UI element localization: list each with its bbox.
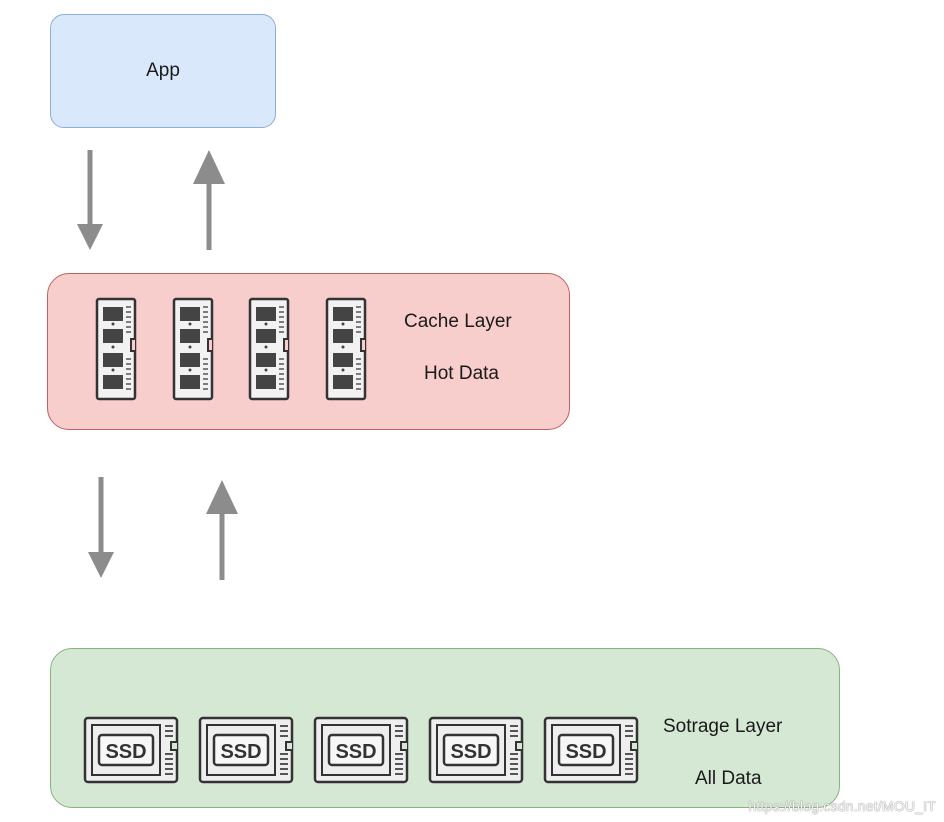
storage-layer-subtitle: All Data [695,768,762,789]
app-label: App [146,60,180,81]
cache-layer-title: Cache Layer [404,311,512,332]
ssd-label: SSD [335,741,376,763]
ram-module-icon [248,297,290,401]
watermark: https://blog.csdn.net/MOU_IT [748,798,936,814]
ssd-icon: SSD [83,716,179,784]
arrow-cache-to-app [193,150,225,250]
ram-module-icon [172,297,214,401]
ssd-icon: SSD [198,716,294,784]
ssd-icon: SSD [543,716,639,784]
ssd-label: SSD [565,741,606,763]
ram-module-icon [325,297,367,401]
arrow-cache-to-storage [88,477,114,578]
cache-layer-subtitle: Hot Data [424,363,499,384]
ssd-label: SSD [220,741,261,763]
ssd-label: SSD [450,741,491,763]
ssd-icon: SSD [313,716,409,784]
arrow-storage-to-cache [206,480,238,580]
ram-module-icon [95,297,137,401]
arrow-app-to-cache [77,150,103,250]
ssd-label: SSD [105,741,146,763]
ssd-icon: SSD [428,716,524,784]
app-box: App [50,14,276,128]
storage-layer-title: Sotrage Layer [663,716,783,737]
